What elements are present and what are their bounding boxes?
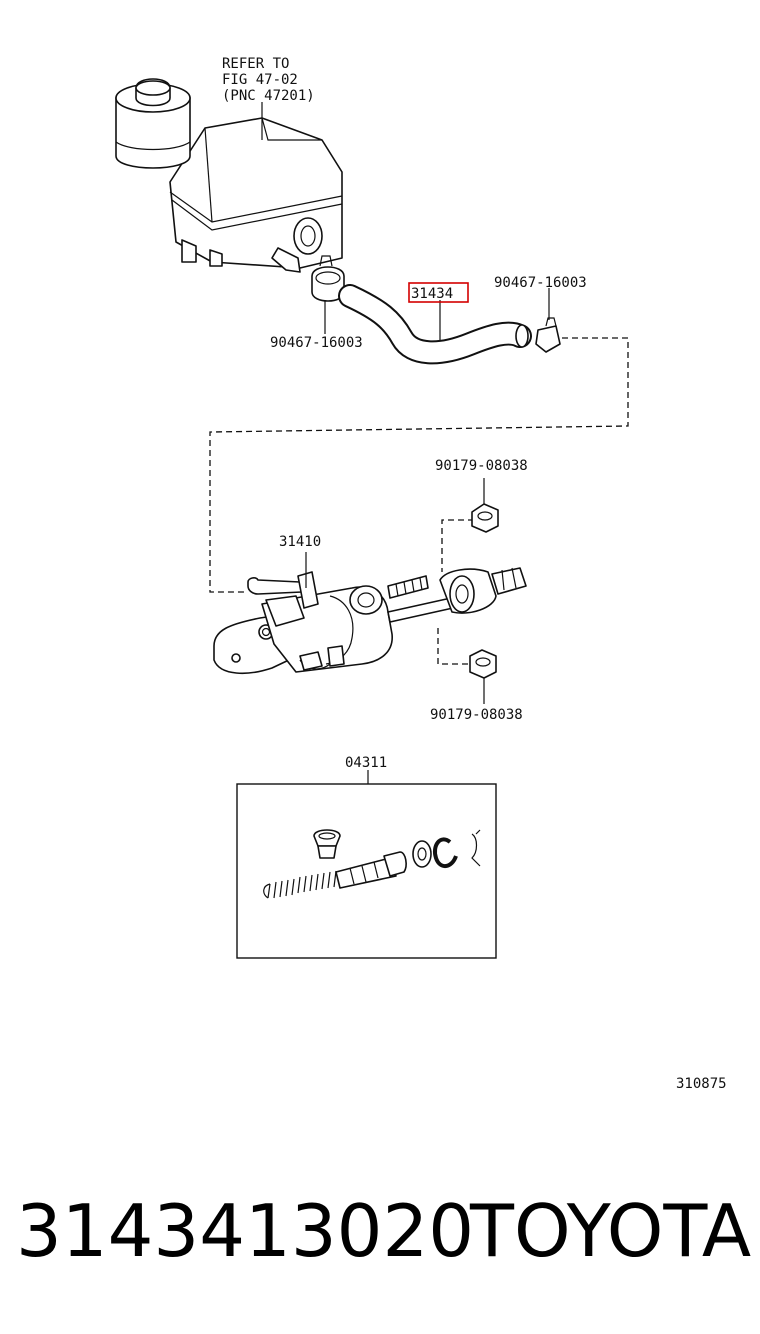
routing-line-nut-top [441,519,474,572]
nut-bottom: 90179-08038 [430,649,523,723]
figure-number: 310875 [676,1076,727,1092]
label-nut-bottom: 90179-08038 [430,707,523,723]
refer-to-note: REFER TO FIG 47-02 (PNC 47201) [222,56,315,140]
repair-kit-frame [236,783,497,959]
label-clamp-right: 90467-16003 [494,275,587,291]
footer-part-number: 3143413020 [16,1189,474,1273]
repair-kit: 04311 [236,755,497,959]
highlight-box [408,282,469,303]
reservoir-hose: 31434 [338,282,532,365]
brake-reservoir [115,78,343,273]
routing-line-nut-bottom [437,628,472,665]
refer-line-1: REFER TO [222,56,289,72]
clutch-master-cylinder: 31410 [213,534,527,675]
label-clamp-left: 90467-16003 [270,335,363,351]
footer-brand: TOYOTA [469,1189,751,1273]
label-master-cylinder: 31410 [279,534,321,550]
label-repair-kit: 04311 [345,755,387,771]
routing-line-main [209,337,629,593]
refer-line-3: (PNC 47201) [222,88,315,104]
label-nut-top: 90179-08038 [435,458,528,474]
refer-line-2: FIG 47-02 [222,72,298,88]
nut-top: 90179-08038 [435,458,528,533]
hose-clamp-right: 90467-16003 [494,275,587,353]
label-highlighted-part: 31434 [411,286,453,302]
